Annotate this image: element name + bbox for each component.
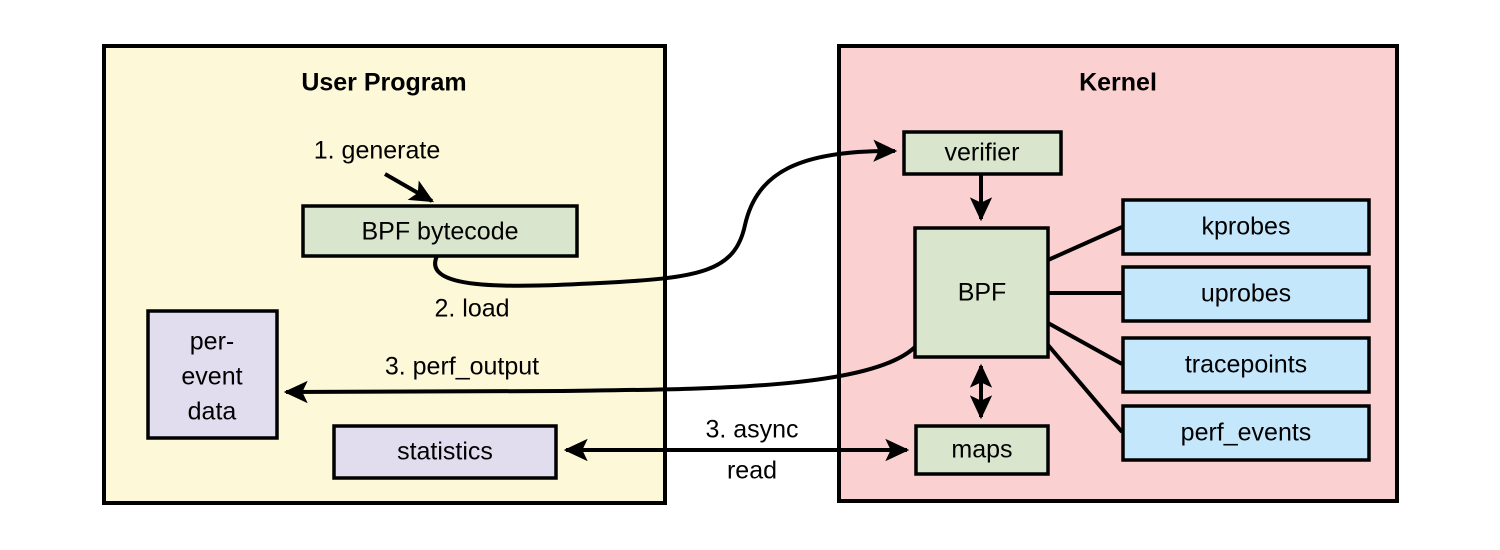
node-kprobes-rect[interactable] bbox=[1121, 198, 1371, 256]
node-tracepoints-label: tracepoints bbox=[1185, 351, 1307, 379]
node-per-event-data-rect[interactable] bbox=[146, 309, 279, 440]
node-verifier-rect[interactable] bbox=[902, 130, 1063, 176]
node-kprobes[interactable]: kprobes bbox=[1121, 198, 1371, 256]
edge-bpf-to-perf_events bbox=[1046, 343, 1124, 434]
node-verifier-label: verifier bbox=[944, 139, 1019, 167]
node-tracepoints-rect[interactable] bbox=[1121, 336, 1371, 394]
node-statistics-rect[interactable] bbox=[332, 424, 558, 480]
edge-load bbox=[433, 139, 898, 288]
node-bpf-rect[interactable] bbox=[913, 226, 1050, 359]
edge-label-async-read-line2: read bbox=[727, 457, 777, 485]
edge-bpf-to-kprobes-line bbox=[1047, 225, 1123, 262]
edge-label-load: 2. load bbox=[434, 295, 509, 323]
node-per-event-data-label-line2: event bbox=[181, 363, 242, 391]
node-uprobes-label: uprobes bbox=[1201, 280, 1291, 308]
kernel-panel-title: Kernel bbox=[1079, 69, 1157, 97]
edge-label-generate: 1. generate bbox=[314, 137, 441, 165]
node-per-event-data-label-line1: per- bbox=[190, 328, 234, 356]
edge-bpf-to-perf_events-line bbox=[1046, 343, 1124, 434]
node-perf-events-rect[interactable] bbox=[1121, 404, 1371, 462]
edge-bpf-to-tracepoints-line bbox=[1047, 321, 1123, 366]
node-statistics-label: statistics bbox=[397, 438, 493, 466]
edge-load-curve bbox=[433, 139, 898, 288]
node-bpf-bytecode-label: BPF bytecode bbox=[361, 218, 518, 246]
edge-perf-output bbox=[283, 345, 917, 404]
node-uprobes-rect[interactable] bbox=[1121, 265, 1371, 323]
edge-bpf-to-tracepoints bbox=[1047, 321, 1123, 366]
node-bpf-bytecode[interactable]: BPF bytecode bbox=[301, 204, 579, 258]
node-bpf-bytecode-rect[interactable] bbox=[301, 204, 579, 258]
node-perf-events[interactable]: perf_events bbox=[1121, 404, 1371, 462]
node-bpf[interactable]: BPF bbox=[913, 226, 1050, 359]
node-maps-rect[interactable] bbox=[914, 424, 1050, 476]
user-program-panel-title: User Program bbox=[301, 69, 466, 97]
edge-generate bbox=[384, 172, 434, 203]
node-kprobes-label: kprobes bbox=[1202, 213, 1291, 241]
node-bpf-label: BPF bbox=[958, 279, 1007, 307]
edge-label-perf-output: 3. perf_output bbox=[385, 353, 539, 381]
node-maps[interactable]: maps bbox=[914, 424, 1050, 476]
node-per-event-data-label-line3: data bbox=[188, 398, 237, 426]
edge-label-async-read-line1: 3. async bbox=[705, 416, 798, 444]
edge-bpf-to-kprobes bbox=[1047, 225, 1123, 262]
node-tracepoints[interactable]: tracepoints bbox=[1121, 336, 1371, 394]
node-statistics[interactable]: statistics bbox=[332, 424, 558, 480]
node-uprobes[interactable]: uprobes bbox=[1121, 265, 1371, 323]
node-verifier[interactable]: verifier bbox=[902, 130, 1063, 176]
edge-generate-line bbox=[384, 172, 434, 203]
node-per-event-data[interactable]: per- event data bbox=[146, 309, 279, 440]
edge-perf-output-curve bbox=[283, 345, 917, 404]
node-perf-events-label: perf_events bbox=[1181, 419, 1312, 447]
node-maps-label: maps bbox=[951, 436, 1012, 464]
